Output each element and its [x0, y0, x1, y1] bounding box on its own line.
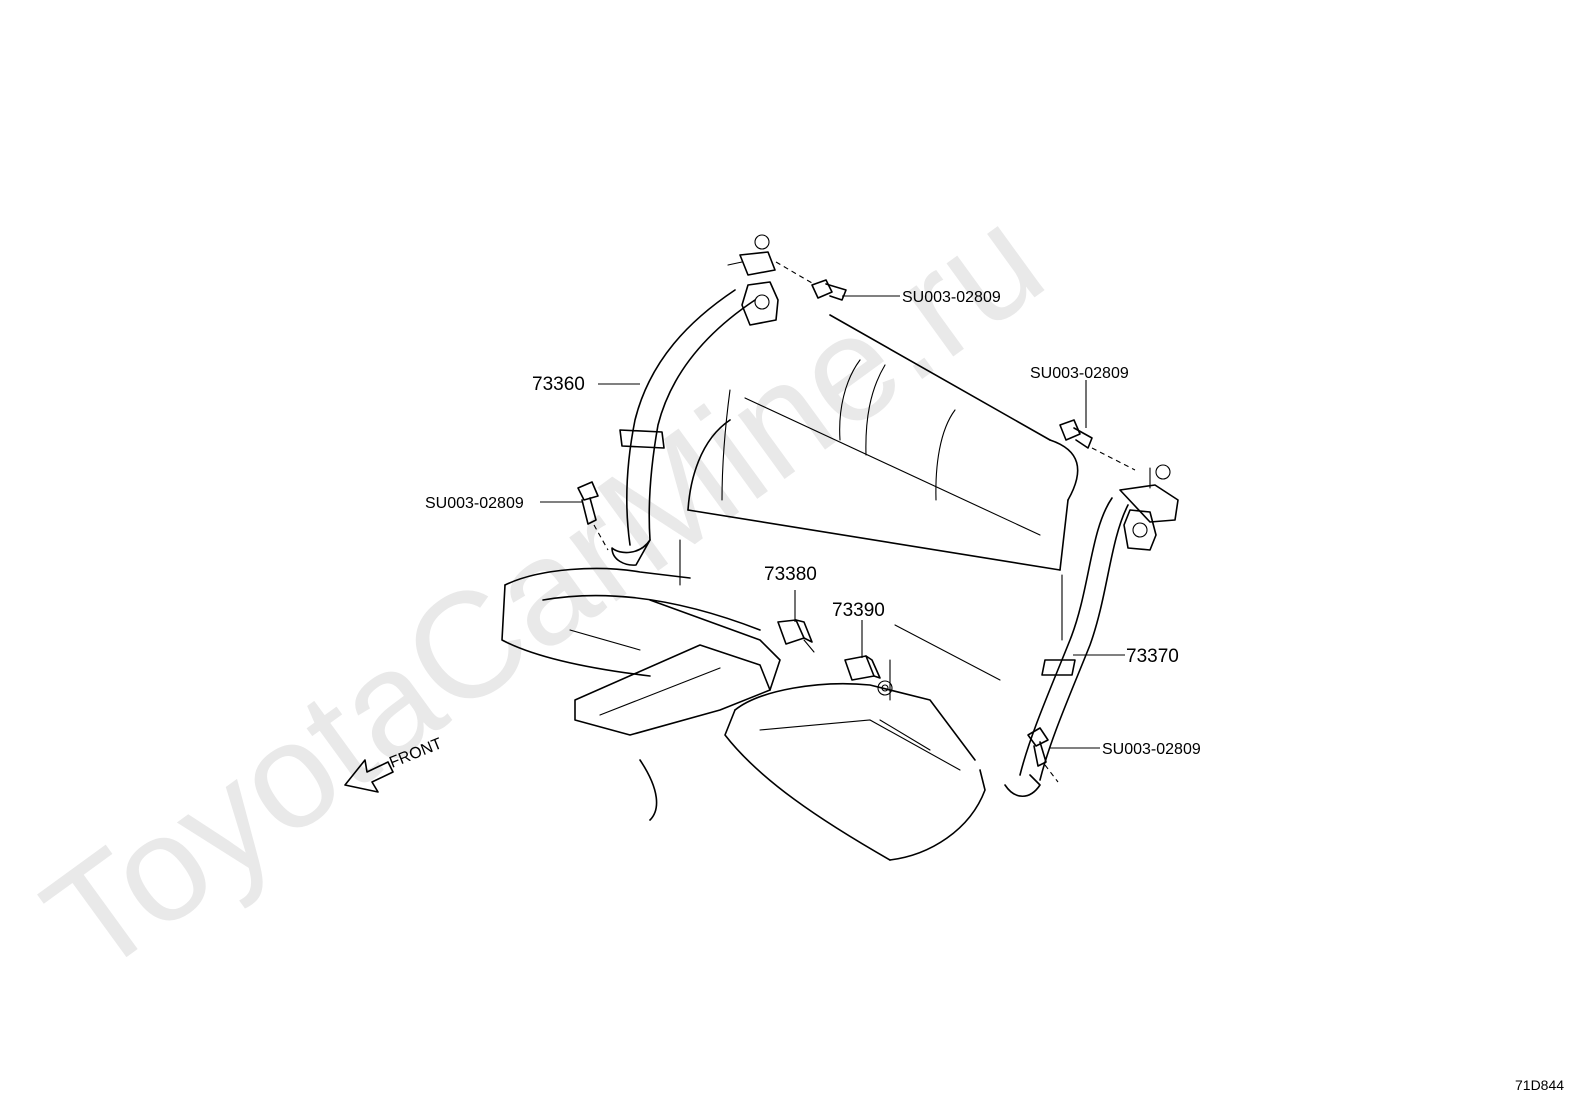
bolt-lower-left-icon — [577, 481, 609, 551]
bolt-code-top-right: SU003-02809 — [1030, 365, 1129, 382]
bolt-top-left-icon — [775, 261, 847, 301]
seat-back — [687, 314, 1079, 571]
callout-73360: 73360 — [532, 374, 585, 395]
leader-lines — [540, 295, 1125, 749]
callout-73380: 73380 — [764, 564, 817, 585]
front-arrow-icon — [344, 759, 394, 793]
seat-cushion — [501, 539, 1063, 861]
buckle-left-icon — [777, 619, 815, 653]
shoulder-belt-left — [611, 234, 779, 566]
buckle-right-icon — [844, 655, 893, 696]
bolt-code-lower-left: SU003-02809 — [425, 495, 524, 512]
diagram-reference: 71D844 — [1515, 1077, 1564, 1093]
bolt-code-top-left: SU003-02809 — [902, 289, 1001, 306]
callout-73390: 73390 — [832, 600, 885, 621]
bolt-lower-right-icon — [1027, 727, 1059, 783]
shoulder-belt-right — [1004, 464, 1179, 798]
bolt-code-lower-right: SU003-02809 — [1102, 741, 1201, 758]
callout-73370: 73370 — [1126, 646, 1179, 667]
bolt-top-right-icon — [1059, 419, 1136, 471]
